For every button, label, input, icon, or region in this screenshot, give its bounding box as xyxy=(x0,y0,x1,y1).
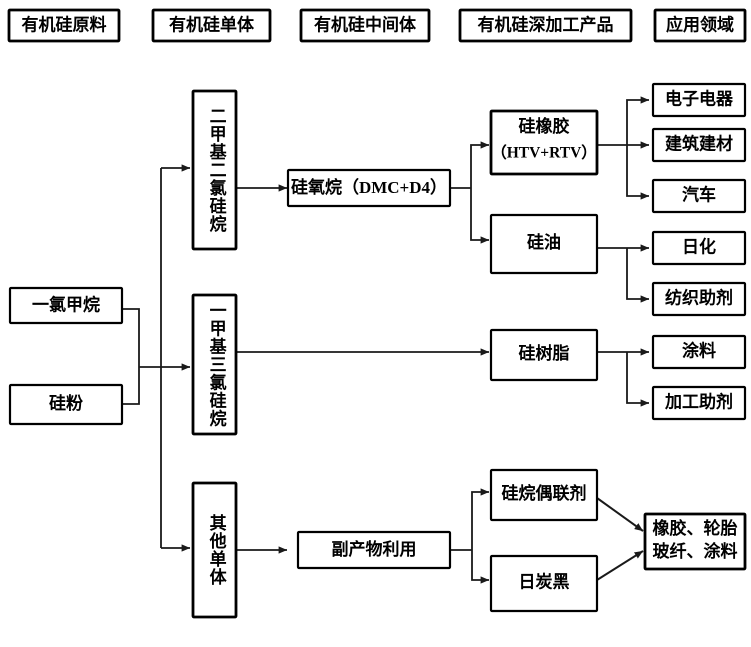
intermediate-group: 硅氧烷（DMC+D4） 副产物利用 xyxy=(286,168,452,570)
box-label: 日炭黑 xyxy=(519,571,570,591)
header-organosilicon-monomer: 有机硅单体 xyxy=(151,8,272,43)
box-textile-auxiliaries[interactable]: 纺织助剂 xyxy=(651,281,747,317)
box-processing-aids[interactable]: 加工助剂 xyxy=(651,385,747,421)
edges-byproduct-to-products xyxy=(450,488,490,584)
box-label-line1: 橡胶、轮胎 xyxy=(653,518,738,538)
box-label: 其他单体 xyxy=(207,513,228,586)
box-label-line1: 硅橡胶 xyxy=(519,116,570,136)
box-label: 二甲基二氯硅烷 xyxy=(207,107,228,233)
raw-material-group: 一氯甲烷 硅粉 xyxy=(8,286,124,426)
box-label: 日化 xyxy=(682,236,716,256)
edges-rubber-to-applications xyxy=(597,96,650,200)
box-label-line2: 玻纤、涂料 xyxy=(653,541,738,561)
box-label: 纺织助剂 xyxy=(665,287,733,307)
box-label: 副产物利用 xyxy=(332,539,417,559)
box-label: 一氯甲烷 xyxy=(32,294,100,314)
header-label: 有机硅深加工产品 xyxy=(478,14,614,34)
box-electronics-appliances[interactable]: 电子电器 xyxy=(651,82,747,118)
box-label: 硅树脂 xyxy=(519,343,570,363)
box-daily-chemicals[interactable]: 日化 xyxy=(651,230,747,266)
box-byproduct-utilization[interactable]: 副产物利用 xyxy=(296,530,452,570)
box-label: 加工助剂 xyxy=(664,391,733,411)
box-label: 电子电器 xyxy=(665,88,734,108)
box-construction-materials[interactable]: 建筑建材 xyxy=(651,127,747,163)
box-silicone-resin[interactable]: 硅树脂 xyxy=(489,328,599,382)
box-automobile[interactable]: 汽车 xyxy=(651,178,747,214)
box-label: 硅油 xyxy=(527,232,561,252)
box-label: 建筑建材 xyxy=(665,133,733,153)
edges-raw-to-monomer xyxy=(122,164,191,552)
edges-oil-to-applications xyxy=(597,244,650,303)
box-rubber-tire-glassfiber-coating[interactable]: 橡胶、轮胎 玻纤、涂料 xyxy=(643,512,747,571)
edges-to-rubber-tire-application xyxy=(596,497,644,581)
box-label: 硅烷偶联剂 xyxy=(502,483,587,503)
box-other-monomers[interactable]: 其他单体 xyxy=(191,481,238,619)
edges-resin-to-applications xyxy=(597,348,650,407)
box-chloromethane[interactable]: 一氯甲烷 xyxy=(8,286,124,325)
header-row: 有机硅原料 有机硅单体 有机硅中间体 有机硅深加工产品 应用领域 xyxy=(7,8,747,43)
box-siloxane-dmc-d4[interactable]: 硅氧烷（DMC+D4） xyxy=(286,168,452,208)
box-silicone-oil[interactable]: 硅油 xyxy=(489,213,599,275)
box-label: 硅粉 xyxy=(49,393,83,413)
header-organosilicon-deep-processed-product: 有机硅深加工产品 xyxy=(458,8,633,43)
header-organosilicon-raw-material: 有机硅原料 xyxy=(7,8,121,43)
box-label-line2: （HTV+RTV） xyxy=(491,144,597,162)
box-coatings[interactable]: 涂料 xyxy=(651,334,747,370)
box-label: 汽车 xyxy=(682,184,716,204)
header-label: 有机硅原料 xyxy=(22,14,107,34)
product-group: 硅橡胶 （HTV+RTV） 硅油 硅树脂 硅烷偶联剂 日炭黑 xyxy=(489,109,599,613)
box-silicon-powder[interactable]: 硅粉 xyxy=(8,383,124,426)
box-label: 一甲基三氯硅烷 xyxy=(207,302,228,428)
monomer-group: 二甲基二氯硅烷 一甲基三氯硅烷 其他单体 xyxy=(191,89,238,619)
header-label: 应用领域 xyxy=(666,14,734,34)
box-silicone-rubber[interactable]: 硅橡胶 （HTV+RTV） xyxy=(489,109,599,176)
application-group: 电子电器 建筑建材 汽车 日化 纺织助剂 涂料 加工助剂 橡胶、轮胎 xyxy=(643,82,747,571)
header-label: 有机硅中间体 xyxy=(314,14,417,34)
box-methyltrichlorosilane[interactable]: 一甲基三氯硅烷 xyxy=(191,293,238,436)
box-label: 硅氧烷（DMC+D4） xyxy=(291,177,447,197)
header-label: 有机硅单体 xyxy=(169,14,255,34)
edges-siloxane-to-products xyxy=(450,141,490,244)
box-label: 涂料 xyxy=(682,340,716,360)
box-dimethyldichlorosilane[interactable]: 二甲基二氯硅烷 xyxy=(191,89,238,251)
header-application-field: 应用领域 xyxy=(653,8,747,43)
header-organosilicon-intermediate: 有机硅中间体 xyxy=(299,8,431,43)
box-carbon-black[interactable]: 日炭黑 xyxy=(489,554,599,613)
box-silane-coupling-agent[interactable]: 硅烷偶联剂 xyxy=(489,468,599,522)
